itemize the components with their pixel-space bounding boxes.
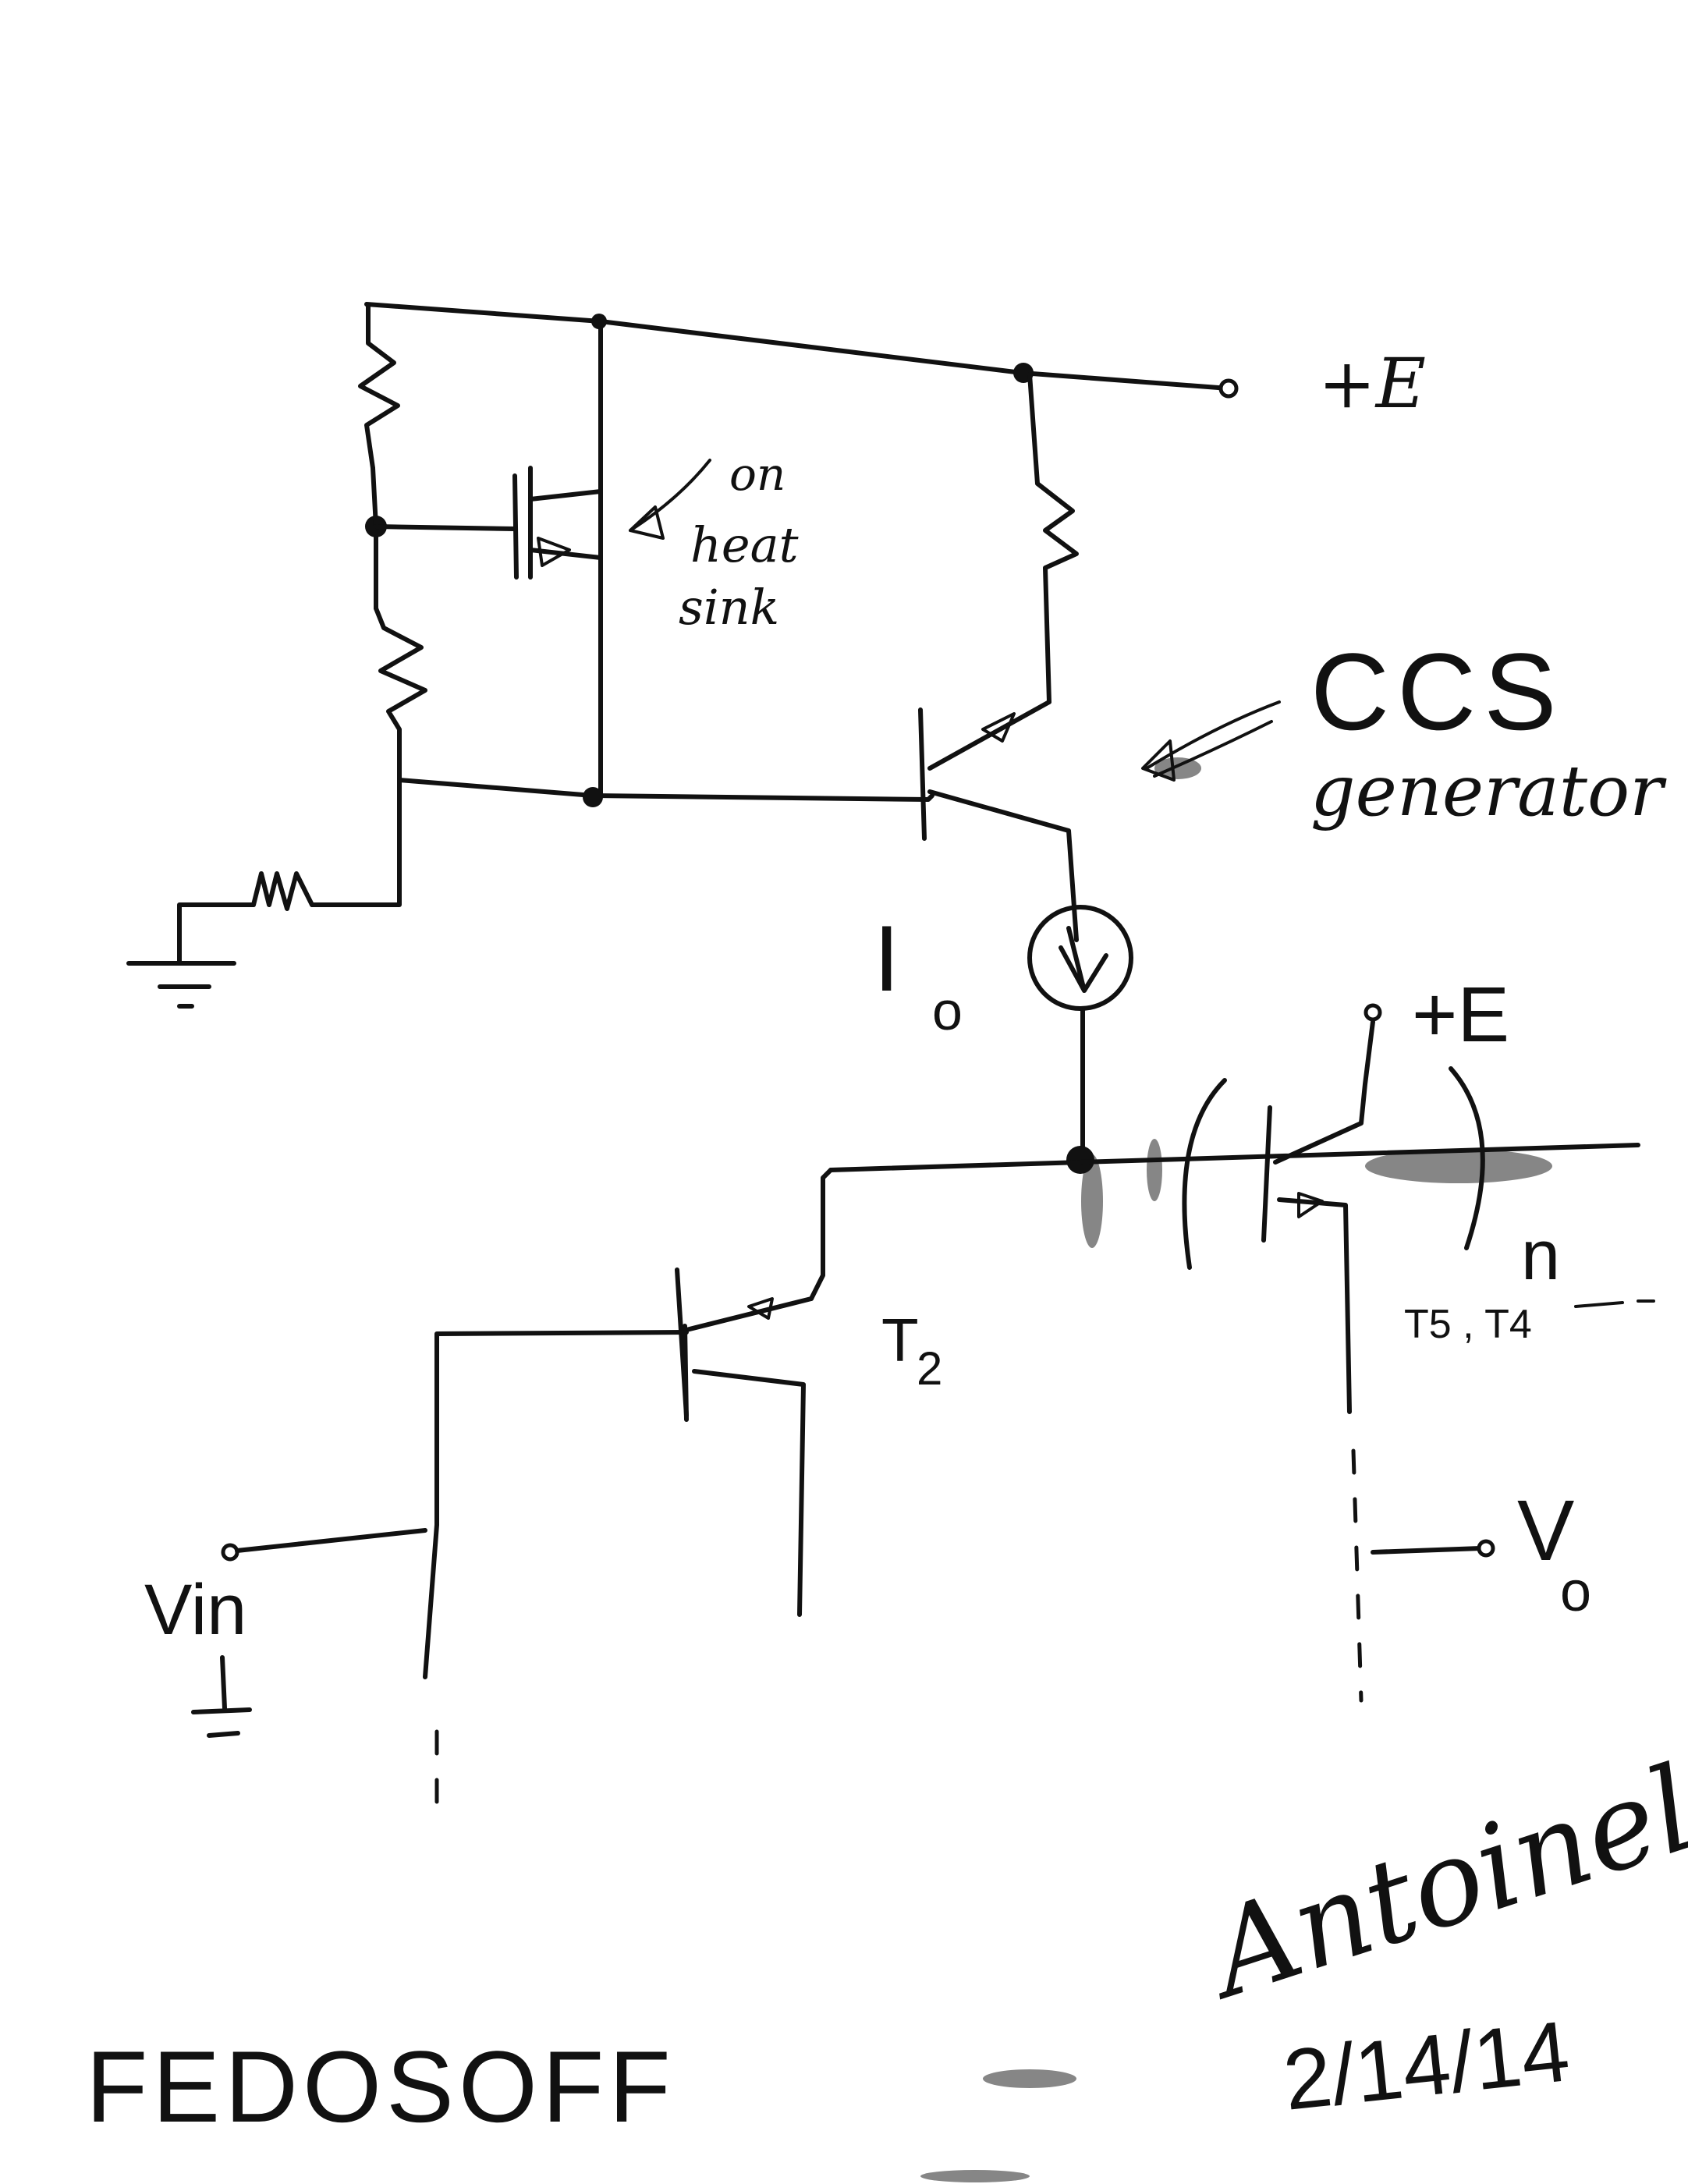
t5-base-bar bbox=[1261, 1105, 1272, 1243]
drain-wire bbox=[528, 489, 603, 502]
vout-dashed-line bbox=[1351, 1448, 1364, 1703]
ccs-base-bar bbox=[918, 707, 927, 841]
current-source-arrow bbox=[1059, 926, 1108, 993]
t2-collector-wire bbox=[809, 1168, 833, 1301]
vin-ground-mark bbox=[191, 1655, 252, 1738]
divider-wire bbox=[371, 466, 378, 611]
signature-date: 2/14/14 bbox=[1279, 2003, 1574, 2129]
heat-sink-note-line1: on bbox=[729, 448, 785, 501]
heat-sink-note-line3: sink bbox=[679, 579, 779, 636]
ccs-subtitle: generator bbox=[1310, 750, 1667, 832]
vout-subscript: o bbox=[1560, 1561, 1591, 1623]
middle-node bbox=[583, 787, 603, 807]
t2-lower-lead bbox=[692, 1369, 806, 1617]
current-subscript: o bbox=[932, 980, 963, 1041]
supply-label-top: +E bbox=[1318, 343, 1426, 424]
t5-left-bracket bbox=[1182, 1078, 1227, 1270]
ground-symbol bbox=[126, 961, 236, 1009]
vout-label: V bbox=[1517, 1483, 1574, 1579]
scan-smudges bbox=[920, 757, 1552, 2182]
vin-terminal bbox=[221, 1543, 239, 1562]
current-source bbox=[1027, 905, 1133, 1011]
t5-collector bbox=[1273, 1019, 1375, 1165]
t5-emitter bbox=[1277, 1197, 1352, 1414]
divider-resistor-top bbox=[358, 303, 400, 470]
t2-lower-left bbox=[423, 1523, 439, 1679]
source-arrow bbox=[537, 537, 571, 567]
t5-emitter-arrow bbox=[1297, 1192, 1324, 1218]
ccs-title: CCS bbox=[1310, 630, 1565, 753]
ccs-emitter-resistor bbox=[1027, 372, 1079, 704]
author-last-name: FEDOSOFF bbox=[86, 2030, 676, 2143]
ccs-emitter-arrow bbox=[981, 712, 1016, 743]
vout-terminal bbox=[1477, 1539, 1495, 1558]
ground-resistor bbox=[177, 871, 314, 966]
t2-subscript: 2 bbox=[917, 1342, 942, 1395]
supply-terminal-right bbox=[1364, 1003, 1382, 1022]
output-rail bbox=[828, 1143, 1640, 1172]
ccs-collector bbox=[927, 789, 1079, 942]
supply-terminal-top bbox=[1218, 378, 1239, 399]
t5-t4-label: T5 , T4 bbox=[1404, 1302, 1532, 1347]
ccs-indicator-head bbox=[1141, 739, 1176, 782]
ccs-indicator-arrow bbox=[1145, 700, 1281, 778]
t2-base-lead bbox=[434, 1330, 689, 1527]
vin-label: Vin bbox=[144, 1570, 246, 1650]
vout-wire bbox=[1371, 1546, 1483, 1555]
ccs-emitter bbox=[927, 700, 1051, 771]
heat-sink-note-line2: heat bbox=[690, 516, 799, 573]
top-supply-rail bbox=[364, 302, 1231, 391]
middle-rail bbox=[397, 778, 934, 802]
signature: Antoinel bbox=[1186, 1741, 1688, 2026]
heat-sink-arrowhead bbox=[629, 505, 665, 540]
supply-label-right: +E bbox=[1412, 971, 1509, 1058]
divider-resistor-bottom bbox=[374, 606, 427, 782]
t2-emitter-arrow bbox=[747, 1297, 774, 1320]
current-label: I bbox=[874, 906, 899, 1011]
heat-sink-arrow bbox=[629, 459, 711, 532]
gate-wire bbox=[374, 524, 517, 531]
gate-bar bbox=[512, 473, 519, 580]
stage-dash bbox=[1574, 1299, 1655, 1308]
t2-emitter-line bbox=[684, 1296, 814, 1332]
t5-right-bracket bbox=[1449, 1066, 1485, 1250]
t2-base-bar-inner bbox=[683, 1324, 689, 1422]
vin-wire bbox=[235, 1528, 427, 1553]
stage-count-label: n bbox=[1521, 1217, 1560, 1295]
t2-label: T bbox=[881, 1306, 919, 1374]
ground-wire bbox=[310, 778, 402, 907]
